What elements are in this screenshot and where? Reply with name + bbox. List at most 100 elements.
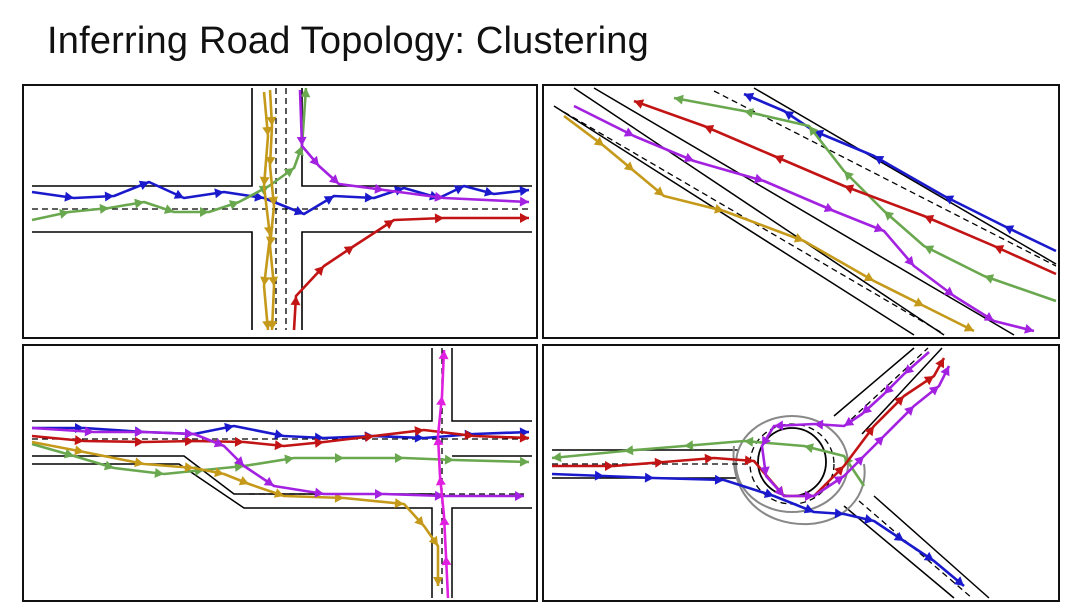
gold-trajectory-2 [259, 91, 274, 331]
red-trajectory-arrowhead [935, 358, 944, 369]
purple-trajectory-arrowhead [823, 202, 834, 213]
purple-trajectory-arrowhead [519, 196, 529, 207]
gold-trajectory-arrowhead [433, 577, 443, 586]
green-trajectory-arrowhead [163, 204, 174, 214]
trajectories [31, 87, 530, 331]
purple-trajectory [296, 89, 530, 207]
red-trajectory-arrowhead [894, 396, 904, 406]
purple-trajectory [573, 104, 1035, 334]
purple-trajectory-arrowhead [374, 183, 384, 194]
red-trajectory-arrowhead [654, 457, 664, 468]
blue-trajectory-arrowhead [323, 196, 334, 205]
green-trajectory-arrowhead [444, 454, 454, 465]
red-trajectory-arrowhead [274, 440, 284, 451]
magenta-trajectory-arrowhead [441, 556, 452, 566]
gold-trajectory-arrowhead [394, 498, 404, 509]
magenta-trajectory-arrowhead [436, 396, 447, 406]
green-trajectory-arrowhead [200, 207, 209, 217]
gold-trajectory-arrowhead [793, 233, 804, 243]
green-trajectory-arrowhead [59, 209, 69, 219]
purple-trajectory-arrowhead [774, 485, 784, 496]
blue-trajectory-arrowhead [644, 472, 654, 483]
green-trajectory-arrowhead [884, 211, 895, 221]
green-trajectory [673, 94, 1057, 303]
gold-trajectory-line [31, 440, 440, 586]
gold-trajectory-arrowhead [913, 297, 924, 307]
green-trajectory-arrowhead [844, 171, 854, 181]
blue-trajectory-arrowhead [744, 92, 755, 103]
blue-trajectory-arrowhead [519, 186, 529, 196]
gold-trajectory-arrowhead [265, 156, 276, 166]
red-trajectory-arrowhead [605, 461, 614, 471]
blue-trajectory-arrowhead [714, 474, 724, 485]
blue-trajectory [31, 180, 530, 216]
purple-trajectory-arrowhead [515, 491, 524, 501]
purple-trajectory-arrowhead [184, 428, 194, 439]
purple-trajectory-arrowhead [873, 223, 884, 233]
purple-trajectory-line [573, 104, 1035, 333]
gold-trajectory [563, 114, 975, 333]
blue-trajectory-arrowhead [864, 514, 874, 524]
blue-trajectory-arrowhead [594, 470, 604, 481]
green-trajectory-arrowhead [335, 453, 344, 463]
blue-trajectory-arrowhead [173, 189, 184, 199]
intersection-diagram [31, 87, 532, 331]
green-trajectory-arrowhead [744, 436, 754, 447]
red-trajectory-arrowhead [134, 436, 144, 447]
red-trajectory-arrowhead [314, 266, 324, 276]
road-edges [32, 348, 532, 598]
blue-trajectory-arrowhead [1004, 225, 1015, 235]
blue-trajectory-arrowhead [214, 188, 224, 199]
blue-trajectory-arrowhead [254, 191, 264, 202]
red-trajectory [552, 357, 946, 501]
gold-trajectory-arrowhead [428, 535, 438, 546]
green-trajectory-arrowhead [234, 461, 244, 472]
gold-trajectory-arrowhead [268, 276, 279, 286]
purple-trajectory-arrowhead [904, 255, 914, 266]
green-trajectory-arrowhead [804, 443, 814, 454]
purple-trajectory-line [31, 426, 524, 498]
green-trajectory-arrowhead [624, 445, 634, 456]
purple-trajectory-arrowhead [943, 286, 954, 296]
green-trajectory-arrowhead [684, 440, 694, 451]
roundabout-panel [542, 344, 1060, 602]
gold-trajectory-arrowhead [238, 476, 249, 486]
green-trajectory-arrowhead [228, 200, 239, 210]
red-trajectory-arrowhead [864, 426, 874, 437]
red-trajectory-arrowhead [704, 124, 715, 135]
road-edges [553, 87, 1057, 336]
blue-trajectory-arrowhead [224, 422, 234, 433]
purple-trajectory-arrowhead [213, 438, 224, 448]
gold-trajectory-2-arrowhead [262, 320, 273, 330]
red-trajectory-arrowhead [314, 437, 324, 448]
blue-trajectory-arrowhead [104, 191, 114, 202]
blue-trajectory-arrowhead [484, 186, 494, 197]
purple-trajectory-arrowhead [1024, 323, 1034, 334]
purple-trajectory [31, 426, 524, 501]
gold-trajectory-arrowhead [214, 467, 224, 478]
page-title: Inferring Road Topology: Clustering [47, 20, 649, 62]
purple-trajectory-arrowhead [762, 435, 771, 446]
purple-trajectory [759, 351, 951, 501]
gold-trajectory [31, 440, 443, 586]
blue-trajectory-arrowhead [414, 432, 424, 443]
green-trajectory-arrowhead [99, 203, 109, 214]
green-trajectory-arrowhead [924, 245, 935, 255]
merge-panel [22, 344, 538, 602]
red-trajectory-arrowhead [184, 436, 194, 447]
red-trajectory-arrowhead [434, 213, 444, 224]
red-trajectory-arrowhead [844, 184, 855, 194]
road-edges [552, 347, 990, 599]
gold-trajectory-arrowhead [714, 203, 724, 214]
magenta-trajectory-arrowhead [433, 436, 444, 446]
gold-trajectory-2-arrowhead [263, 226, 274, 236]
merge-diagram [31, 348, 532, 599]
purple-trajectory-arrowhead [753, 173, 764, 184]
roundabout-rings [732, 415, 866, 526]
red-trajectory-arrowhead [774, 154, 785, 165]
gold-trajectory-2-arrowhead [259, 176, 270, 186]
magenta-trajectory [433, 349, 452, 599]
purple-trajectory-arrowhead [683, 152, 694, 163]
red-trajectory-arrowhead [364, 432, 374, 443]
gold-trajectory-2-arrowhead [260, 276, 271, 286]
